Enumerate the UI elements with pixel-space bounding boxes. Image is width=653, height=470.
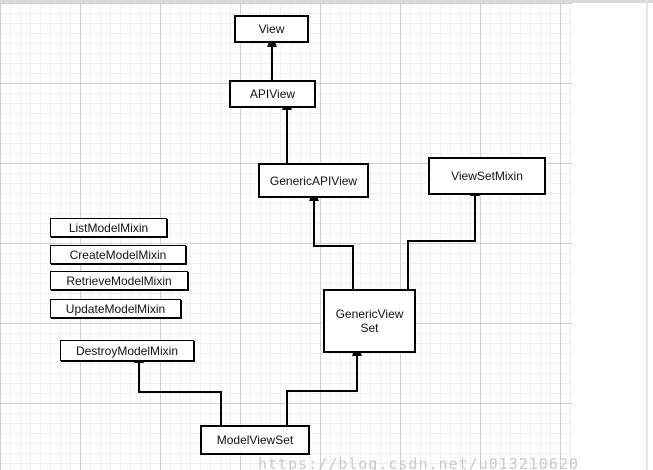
watermark-text: https://blog.csdn.net/u013210620	[258, 455, 579, 470]
node-genericapiview-label: GenericAPIView	[269, 173, 358, 188]
node-destroymodelmixin: DestroyModelMixin	[60, 340, 194, 361]
edge-genericviewset-to-genericapiview	[309, 189, 354, 289]
node-listmodelmixin: ListModelMixin	[50, 218, 167, 237]
edge-genericviewset-to-viewsetmixin	[407, 184, 480, 289]
node-destroymodelmixin-label: DestroyModelMixin	[75, 343, 179, 358]
node-genericviewset: GenericView Set	[323, 289, 416, 353]
node-retrievemodelmixin: RetrieveModelMixin	[50, 271, 188, 290]
top-border	[0, 0, 653, 3]
node-viewsetmixin: ViewSetMixin	[428, 157, 546, 195]
node-createmodelmixin-label: CreateModelMixin	[69, 247, 167, 262]
node-retrievemodelmixin-label: RetrieveModelMixin	[66, 273, 172, 288]
node-updatemodelmixin: UpdateModelMixin	[50, 299, 181, 318]
edge-modelviewset-to-destroymodelmixin	[134, 351, 222, 425]
node-view: View	[234, 15, 309, 43]
node-modelviewset-label: ModelViewSet	[216, 433, 294, 447]
node-updatemodelmixin-label: UpdateModelMixin	[65, 301, 166, 316]
node-genericapiview: GenericAPIView	[258, 163, 369, 198]
edge-modelviewset-to-genericviewset	[286, 344, 362, 425]
node-genericviewset-label-line2: Set	[360, 321, 379, 335]
node-genericviewset-label-line1: GenericView	[335, 307, 404, 321]
node-view-label: View	[258, 22, 285, 36]
node-createmodelmixin: CreateModelMixin	[50, 245, 186, 264]
node-apiview-label: APIView	[249, 87, 296, 101]
right-border	[646, 0, 648, 470]
node-viewsetmixin-label: ViewSetMixin	[451, 169, 523, 183]
node-modelviewset: ModelViewSet	[200, 425, 310, 455]
node-listmodelmixin-label: ListModelMixin	[68, 220, 149, 235]
node-apiview: APIView	[229, 80, 316, 108]
